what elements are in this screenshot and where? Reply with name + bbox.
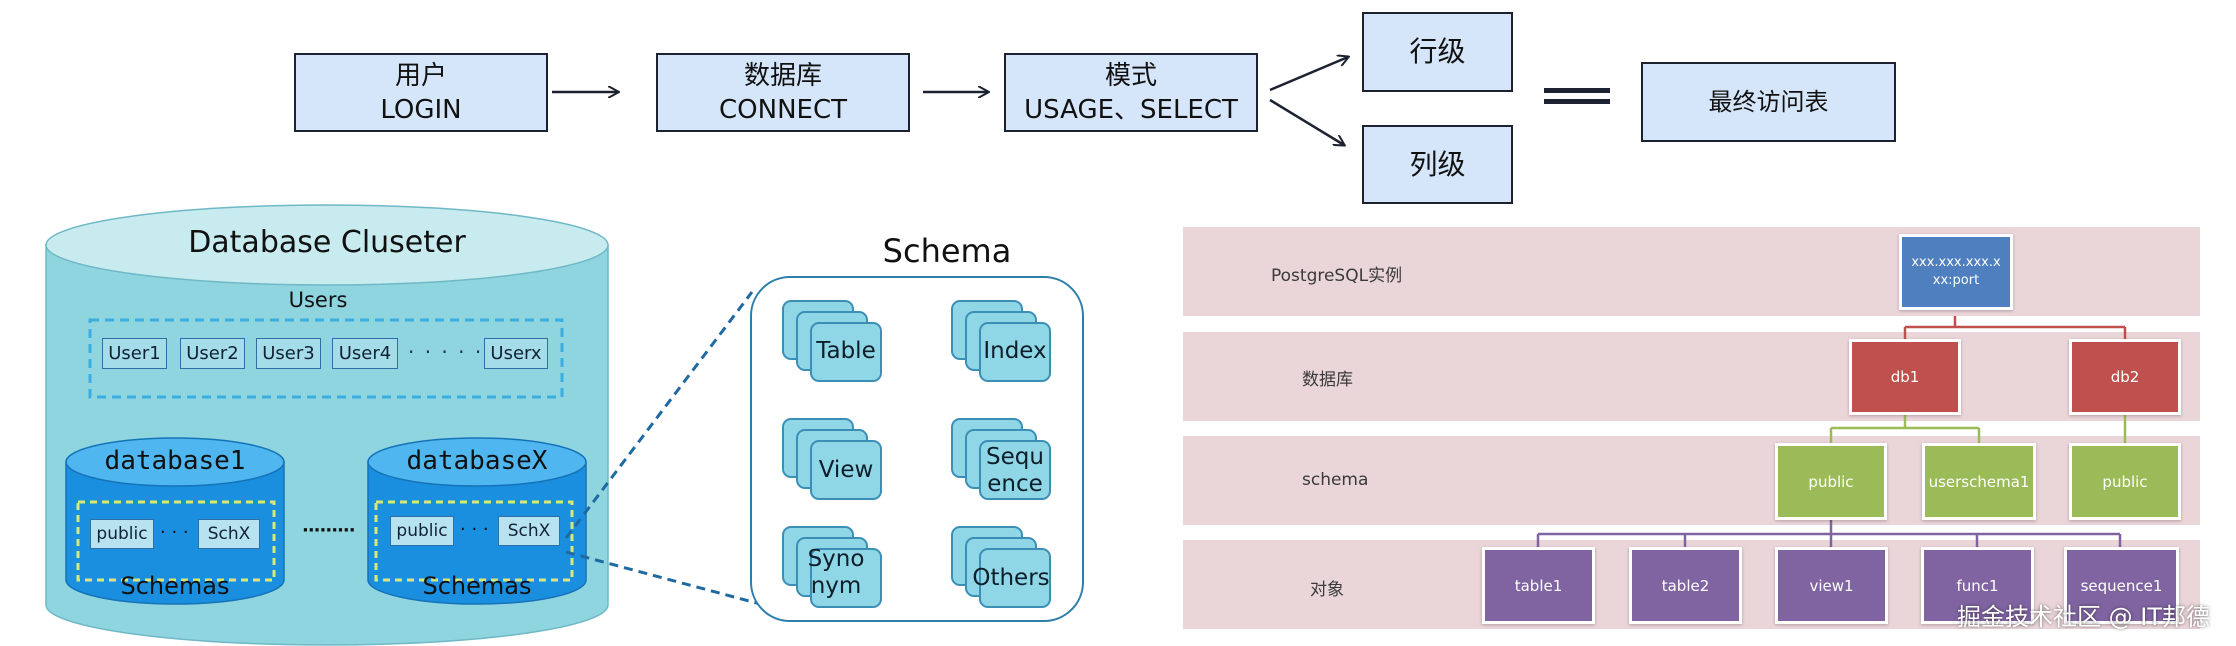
node-object-sequence1: sequence1 [2064, 547, 2179, 624]
users-label: Users [288, 288, 348, 312]
db1-schema-public: public [90, 519, 154, 549]
node-object-view1: view1 [1775, 547, 1888, 624]
flow-final-box: 最终访问表 [1641, 62, 1896, 142]
dbx-schemas-frame [374, 500, 574, 582]
flow-column-level-box: 列级 [1362, 125, 1513, 204]
schema-card-index-label: Index [983, 338, 1047, 364]
between-db-ellipsis: ········· [302, 520, 356, 541]
flow-row-level-label: 行级 [1409, 35, 1466, 68]
band-instance-label: PostgreSQL实例 [1271, 266, 1403, 286]
arrow-schema-to-column [1269, 98, 1344, 145]
node-instance-line2: xx:port [1932, 273, 1980, 288]
flow-schema-box: 模式 USAGE、SELECT [1004, 53, 1258, 132]
user-box-x: Userx [484, 338, 548, 369]
schema-card-synonym-label: Syno nym [807, 546, 865, 599]
band-object-label: 对象 [1310, 580, 1344, 600]
schema-card-table [810, 322, 882, 382]
database1-label: database1 [104, 446, 246, 476]
node-object-table1: table1 [1482, 547, 1595, 624]
schema-card-others-label: Others [972, 565, 1050, 591]
dbx-schemas-label: Schemas [422, 572, 532, 600]
schema-panel-title: Schema [882, 232, 1012, 270]
equals-sign-bottom [1544, 99, 1610, 104]
user-box-3: User3 [256, 338, 321, 369]
node-object-func1: func1 [1921, 547, 2034, 624]
databasex-label: databaseX [406, 446, 548, 476]
db1-schema-schx: SchX [198, 519, 260, 549]
dbx-schema-ellipsis: · · · [460, 519, 489, 540]
connector-upper [564, 291, 754, 539]
node-instance-line1: xxx.xxx.xxx.x [1911, 255, 2001, 270]
users-dashed-frame [88, 318, 564, 399]
flow-database-sub: CONNECT [719, 94, 847, 125]
user-box-4: User4 [332, 338, 398, 369]
user-box-4-label: User4 [332, 338, 398, 369]
user-box-1: User1 [102, 338, 167, 369]
schema-card-index [979, 322, 1051, 382]
flow-database-title: 数据库 [743, 60, 822, 91]
cluster-title: Database Cluseter [188, 225, 466, 260]
dbx-schema-schx: SchX [498, 516, 560, 546]
node-schema-userschema1: userschema1 [1922, 443, 2036, 520]
flow-column-level-label: 列级 [1409, 147, 1466, 181]
users-ellipsis: · · · · · [408, 340, 484, 364]
schema-card-sequence-label: Sequ ence [986, 444, 1044, 497]
flow-database-box: 数据库 CONNECT [656, 53, 910, 132]
band-database [1183, 332, 2200, 421]
node-instance: xxx.xxx.xxx.x xx:port [1899, 234, 2013, 310]
schema-card-table-label: Table [816, 338, 876, 364]
user-box-2: User2 [180, 338, 245, 369]
equals-sign-top [1544, 88, 1610, 93]
schema-card-sequence [979, 440, 1051, 500]
flow-user-box: 用户 LOGIN [294, 53, 548, 132]
db1-schemas-label: Schemas [120, 572, 230, 600]
arrow-schema-to-row [1269, 57, 1348, 92]
flow-arrows [552, 0, 1610, 220]
flow-user-sub: LOGIN [380, 94, 462, 125]
node-schema-public-2: public [2069, 443, 2181, 520]
node-schema-public-1: public [1775, 443, 1887, 520]
flow-final-label: 最终访问表 [1708, 88, 1829, 116]
flow-schema-sub: USAGE、SELECT [1024, 94, 1238, 125]
node-object-table2: table2 [1629, 547, 1742, 624]
dbx-schema-public: public [390, 516, 454, 546]
connector-lower [565, 550, 765, 607]
node-db2: db2 [2069, 339, 2181, 415]
node-db1: db1 [1849, 339, 1961, 415]
schema-card-view [810, 440, 882, 500]
flow-user-title: 用户 [394, 60, 447, 91]
db1-schemas-frame [76, 500, 276, 582]
watermark: 掘金技术社区 @ IT邦德 [1957, 603, 2210, 631]
band-schema-label: schema [1302, 470, 1369, 490]
db1-schema-ellipsis: · · · [160, 522, 189, 543]
band-database-label: 数据库 [1302, 370, 1353, 390]
band-instance [1183, 227, 2200, 316]
flow-schema-title: 模式 [1104, 60, 1157, 91]
schema-card-synonym [810, 548, 882, 608]
flow-row-level-box: 行级 [1362, 12, 1513, 92]
schema-card-others [979, 548, 1051, 608]
schema-card-view-label: View [818, 457, 874, 483]
